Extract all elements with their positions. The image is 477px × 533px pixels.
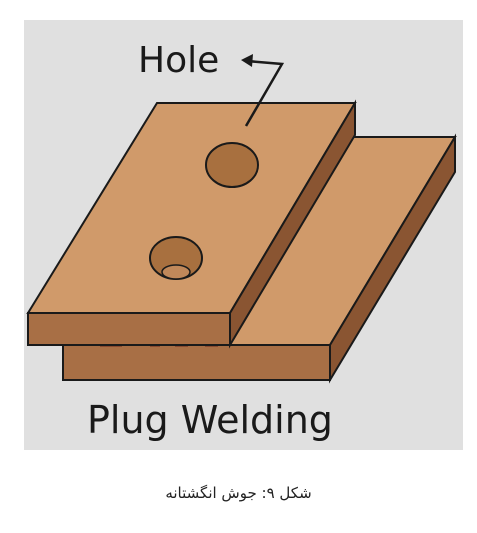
upper-hole — [205, 142, 259, 188]
top-plate-front-face — [27, 312, 231, 346]
lower-hole — [149, 236, 203, 280]
top-plate-side-face — [229, 99, 356, 349]
bottom-plate-front-face — [62, 344, 331, 381]
diagram-title: Plug Welding — [87, 398, 333, 442]
hole-pointer-arrow — [241, 54, 285, 127]
bottom-plate-side-face — [329, 133, 456, 384]
figure-caption: شکل ۹: جوش انگشتانه — [165, 484, 312, 502]
top-plate — [26, 99, 357, 349]
hole-label: Hole — [138, 40, 219, 81]
hole-weld-plug — [161, 264, 191, 280]
